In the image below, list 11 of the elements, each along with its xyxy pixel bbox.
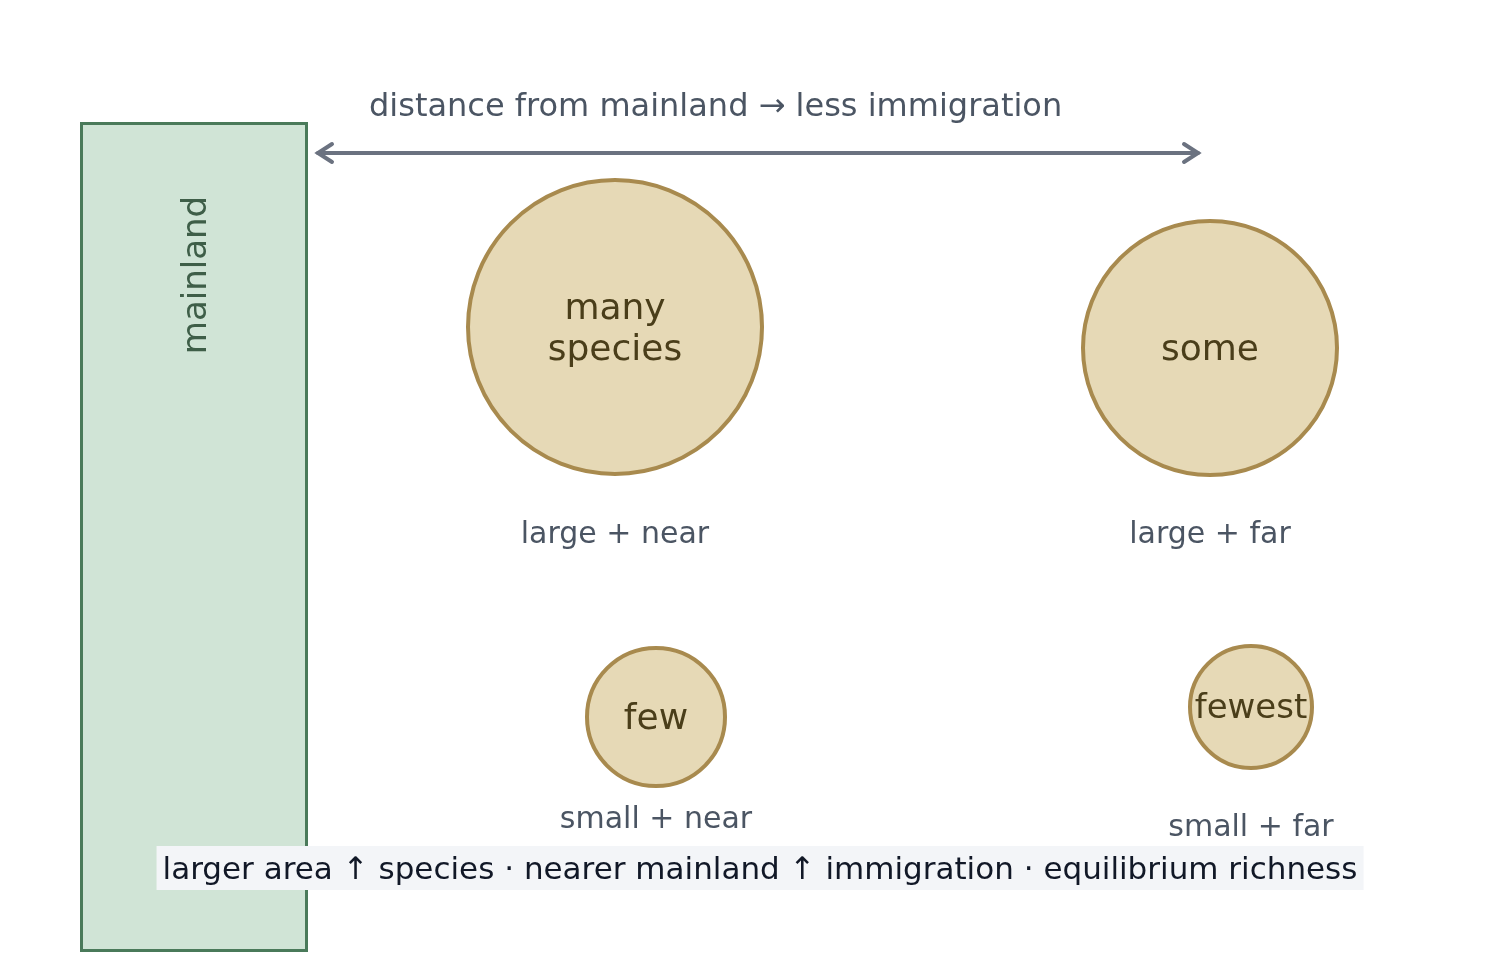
island-caption: large + far (1129, 515, 1291, 550)
distance-note: distance from mainland → less immigration (369, 86, 1063, 124)
island-caption: small + near (559, 800, 753, 835)
island-label: fewest (1194, 687, 1308, 727)
mainland-label: mainland (174, 195, 214, 355)
caption-bar: larger area ↑ species · nearer mainland ↑ immigration · equilibrium richness (156, 846, 1364, 890)
island-label: some (1161, 327, 1259, 369)
island-label: few (623, 696, 689, 738)
island-caption: small + far (1168, 808, 1334, 843)
island-caption: large + near (520, 515, 710, 550)
island-label: many species (546, 285, 684, 369)
